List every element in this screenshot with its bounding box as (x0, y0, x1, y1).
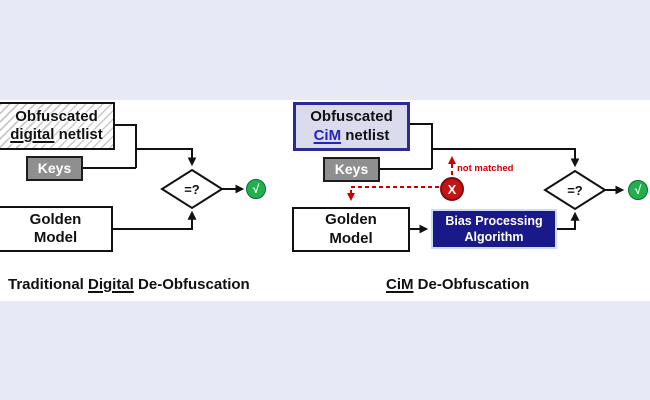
x-failure-icon: X (440, 177, 464, 201)
caption-suffix: De-Obfuscation (133, 276, 250, 293)
check-success-icon: √ (246, 179, 266, 199)
keys-label: Keys (334, 160, 369, 177)
check-success-icon: √ (628, 180, 648, 200)
caption-digital-underlined: Digital (88, 276, 134, 293)
golden-model-box-right: Golden Model (292, 207, 410, 252)
comparator-diamond-right: =? (545, 171, 605, 209)
model-text: Model (33, 229, 78, 246)
bottom-background-band (0, 301, 650, 400)
check-glyph: √ (634, 183, 642, 197)
obfuscated-cim-netlist-box: Obfuscated CiM netlist (293, 102, 410, 151)
obfuscated-text: Obfuscated (15, 107, 98, 125)
comparator-label: =? (184, 181, 200, 197)
keys-box-left: Keys (26, 156, 83, 181)
golden-model-box-left: Golden Model (0, 206, 113, 252)
caption-cim-underlined: CiM (386, 276, 414, 293)
check-glyph: √ (252, 182, 260, 196)
comparator-diamond-left: =? (162, 170, 222, 208)
bias-processing-algorithm-box: Bias Processing Algorithm (433, 211, 555, 247)
bias-processing-text: Bias Processing (445, 213, 543, 228)
caption-prefix: Traditional (8, 276, 89, 293)
digital-netlist-text: digital netlist (10, 126, 103, 144)
golden-text: Golden (29, 210, 82, 228)
algorithm-text: Algorithm (464, 230, 524, 244)
netlist-text: netlist (54, 126, 103, 143)
caption-cim: CiM De-Obfuscation (386, 276, 529, 293)
cim-underlined: CiM (313, 126, 342, 144)
top-background-band (0, 0, 650, 100)
netlist-text: netlist (341, 126, 390, 144)
obfuscated-digital-netlist-box: Obfuscated digital netlist (0, 102, 115, 150)
not-matched-label: not matched (457, 163, 514, 174)
caption-traditional-digital: Traditional Digital De-Obfuscation (8, 276, 250, 293)
keys-label: Keys (37, 159, 72, 176)
obfuscated-text: Obfuscated (310, 108, 393, 126)
comparator-label: =? (567, 182, 583, 198)
cim-netlist-text: CiM netlist (314, 127, 390, 145)
golden-text: Golden (325, 211, 377, 229)
digital-underlined: digital (10, 126, 55, 143)
keys-box-right: Keys (323, 157, 380, 182)
x-glyph: X (447, 181, 457, 197)
caption-suffix: De-Obfuscation (413, 276, 530, 293)
model-text: Model (329, 229, 373, 247)
